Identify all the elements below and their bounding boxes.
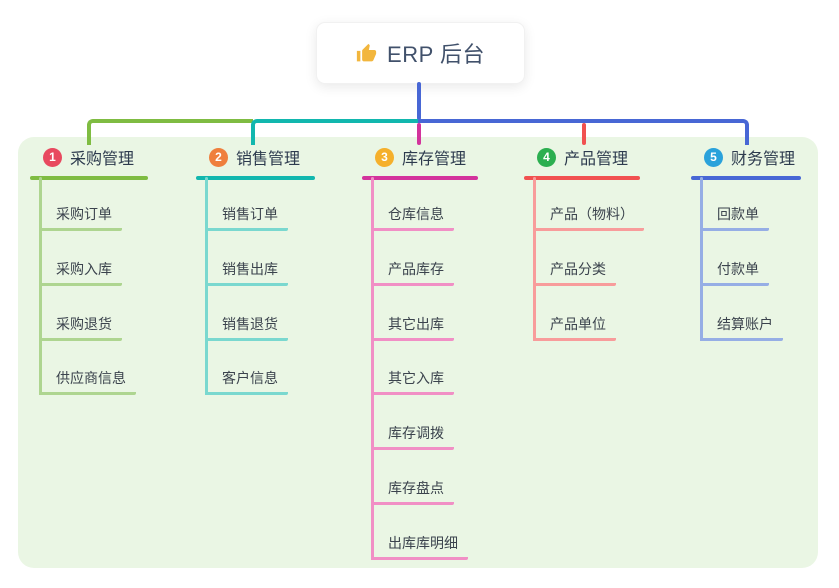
child-node[interactable]: 销售出库	[205, 261, 288, 286]
branch-connector-line	[416, 123, 421, 145]
child-node[interactable]: 出库库明细	[371, 535, 468, 560]
branch-underline	[362, 176, 478, 180]
branch-label: 产品管理	[564, 151, 629, 168]
child-node[interactable]: 供应商信息	[39, 370, 136, 396]
branch-underline	[196, 176, 315, 180]
child-node[interactable]: 结算账户	[700, 316, 783, 341]
branch-child-spine	[533, 177, 536, 341]
branch-child-spine	[700, 177, 703, 341]
child-node[interactable]: 库存调拨	[371, 425, 454, 451]
thumbs-up-icon	[356, 43, 377, 61]
branch-label: 采购管理	[70, 151, 135, 168]
child-node[interactable]: 采购入库	[39, 261, 122, 286]
child-node[interactable]: 客户信息	[205, 370, 288, 396]
child-node[interactable]: 销售订单	[205, 206, 288, 231]
child-node[interactable]: 产品库存	[371, 261, 454, 286]
child-node[interactable]: 仓库信息	[371, 206, 454, 231]
branch-connector-line	[418, 119, 749, 145]
branch-number-badge: 1	[43, 147, 62, 167]
branch-connector-line	[251, 119, 418, 145]
branch-child-spine	[205, 177, 208, 396]
child-node[interactable]: 采购订单	[39, 206, 122, 231]
branch-connector-line	[581, 123, 586, 145]
child-node[interactable]: 其它出库	[371, 316, 454, 341]
branch-number-badge: 2	[209, 147, 228, 167]
child-node[interactable]: 产品单位	[533, 316, 616, 341]
branch-header[interactable]: 2 销售管理	[196, 145, 315, 169]
branch-underline	[691, 176, 801, 180]
child-node[interactable]: 其它入库	[371, 370, 454, 396]
branch-header[interactable]: 1 采购管理	[30, 145, 148, 169]
branch-number-badge: 4	[537, 147, 556, 167]
root-node-label: ERP 后台	[387, 42, 485, 67]
child-node[interactable]: 销售退货	[205, 316, 288, 341]
mindmap-panel	[18, 137, 818, 568]
branch-label: 销售管理	[236, 151, 301, 168]
branch-underline	[524, 176, 640, 180]
branch-label: 财务管理	[731, 151, 796, 168]
branch-child-spine	[371, 177, 374, 560]
branch-header[interactable]: 3 库存管理	[362, 145, 478, 169]
branch-number-badge: 3	[375, 147, 394, 167]
root-node[interactable]: ERP 后台	[316, 22, 525, 84]
branch-connector-line	[417, 82, 421, 120]
branch-header[interactable]: 5 财务管理	[691, 145, 801, 169]
branch-underline	[30, 176, 148, 180]
branch-label: 库存管理	[402, 151, 467, 168]
child-node[interactable]: 回款单	[700, 206, 769, 231]
branch-number-badge: 5	[704, 147, 723, 167]
child-node[interactable]: 库存盘点	[371, 480, 454, 505]
child-node[interactable]: 产品分类	[533, 261, 616, 286]
branch-child-spine	[39, 177, 42, 396]
branch-header[interactable]: 4 产品管理	[524, 145, 640, 169]
branch-connector-line	[87, 119, 253, 145]
child-node[interactable]: 付款单	[700, 261, 769, 286]
child-node[interactable]: 采购退货	[39, 316, 122, 341]
child-node[interactable]: 产品（物料）	[533, 206, 644, 231]
